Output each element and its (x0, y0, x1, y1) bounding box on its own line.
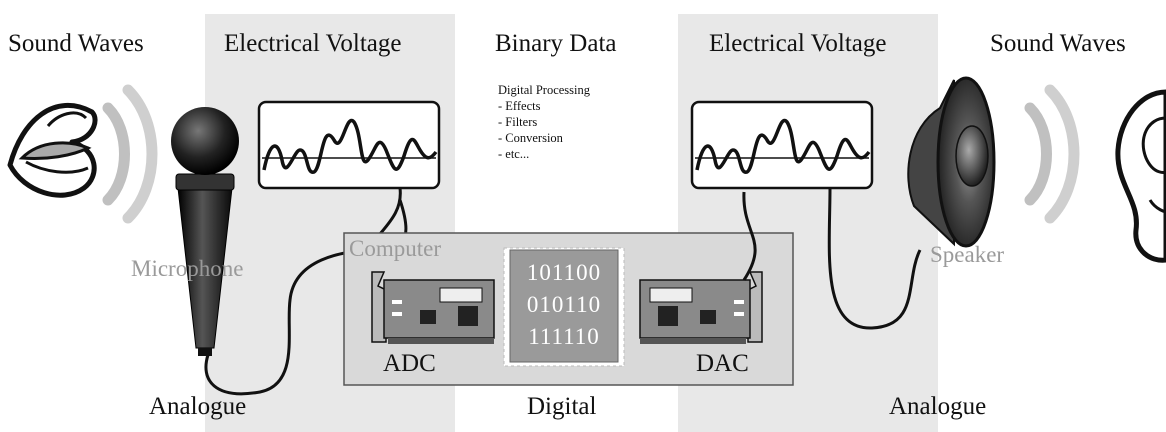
adc-label: ADC (383, 350, 436, 377)
sound-waves-right-icon (1024, 84, 1080, 224)
processing-item: - etc... (498, 147, 530, 161)
sound-waves-left-icon (102, 84, 158, 224)
binary-values: 101100 010110 111110 (512, 257, 616, 353)
speaker-label: Speaker (930, 242, 1005, 267)
binary-line: 010110 (526, 292, 602, 317)
header-binary-data: Binary Data (495, 30, 617, 57)
ear-icon (1115, 89, 1166, 263)
processing-item: - Filters (498, 115, 538, 129)
cable-dac-to-scope (742, 191, 757, 281)
dac-card-icon (639, 271, 763, 344)
domain-digital: Digital (527, 393, 597, 420)
processing-item: - Effects (498, 99, 541, 113)
oscilloscope-left (257, 100, 441, 190)
domain-analogue-left: Analogue (149, 393, 247, 420)
binary-chip-icon (503, 247, 625, 367)
processing-notes: Digital Processing - Effects - Filters -… (498, 82, 590, 162)
processing-title: Digital Processing (498, 83, 591, 97)
header-voltage-right: Electrical Voltage (709, 30, 887, 57)
header-voltage-left: Electrical Voltage (224, 30, 402, 57)
binary-line: 111110 (528, 324, 600, 349)
header-sound-waves-right: Sound Waves (990, 30, 1126, 57)
adc-card-icon (371, 271, 495, 344)
cable-scope-to-speaker (827, 187, 922, 330)
oscilloscope-right (690, 100, 874, 190)
processing-item: - Conversion (498, 131, 563, 145)
microphone-icon (171, 107, 408, 396)
mouth-icon (7, 103, 98, 198)
computer-label: Computer (349, 236, 441, 261)
domain-analogue-right: Analogue (889, 393, 987, 420)
binary-line: 101100 (526, 260, 602, 285)
header-sound-waves-left: Sound Waves (8, 30, 144, 57)
dac-label: DAC (696, 350, 749, 377)
speaker-icon (907, 76, 996, 248)
microphone-label: Microphone (131, 256, 244, 281)
